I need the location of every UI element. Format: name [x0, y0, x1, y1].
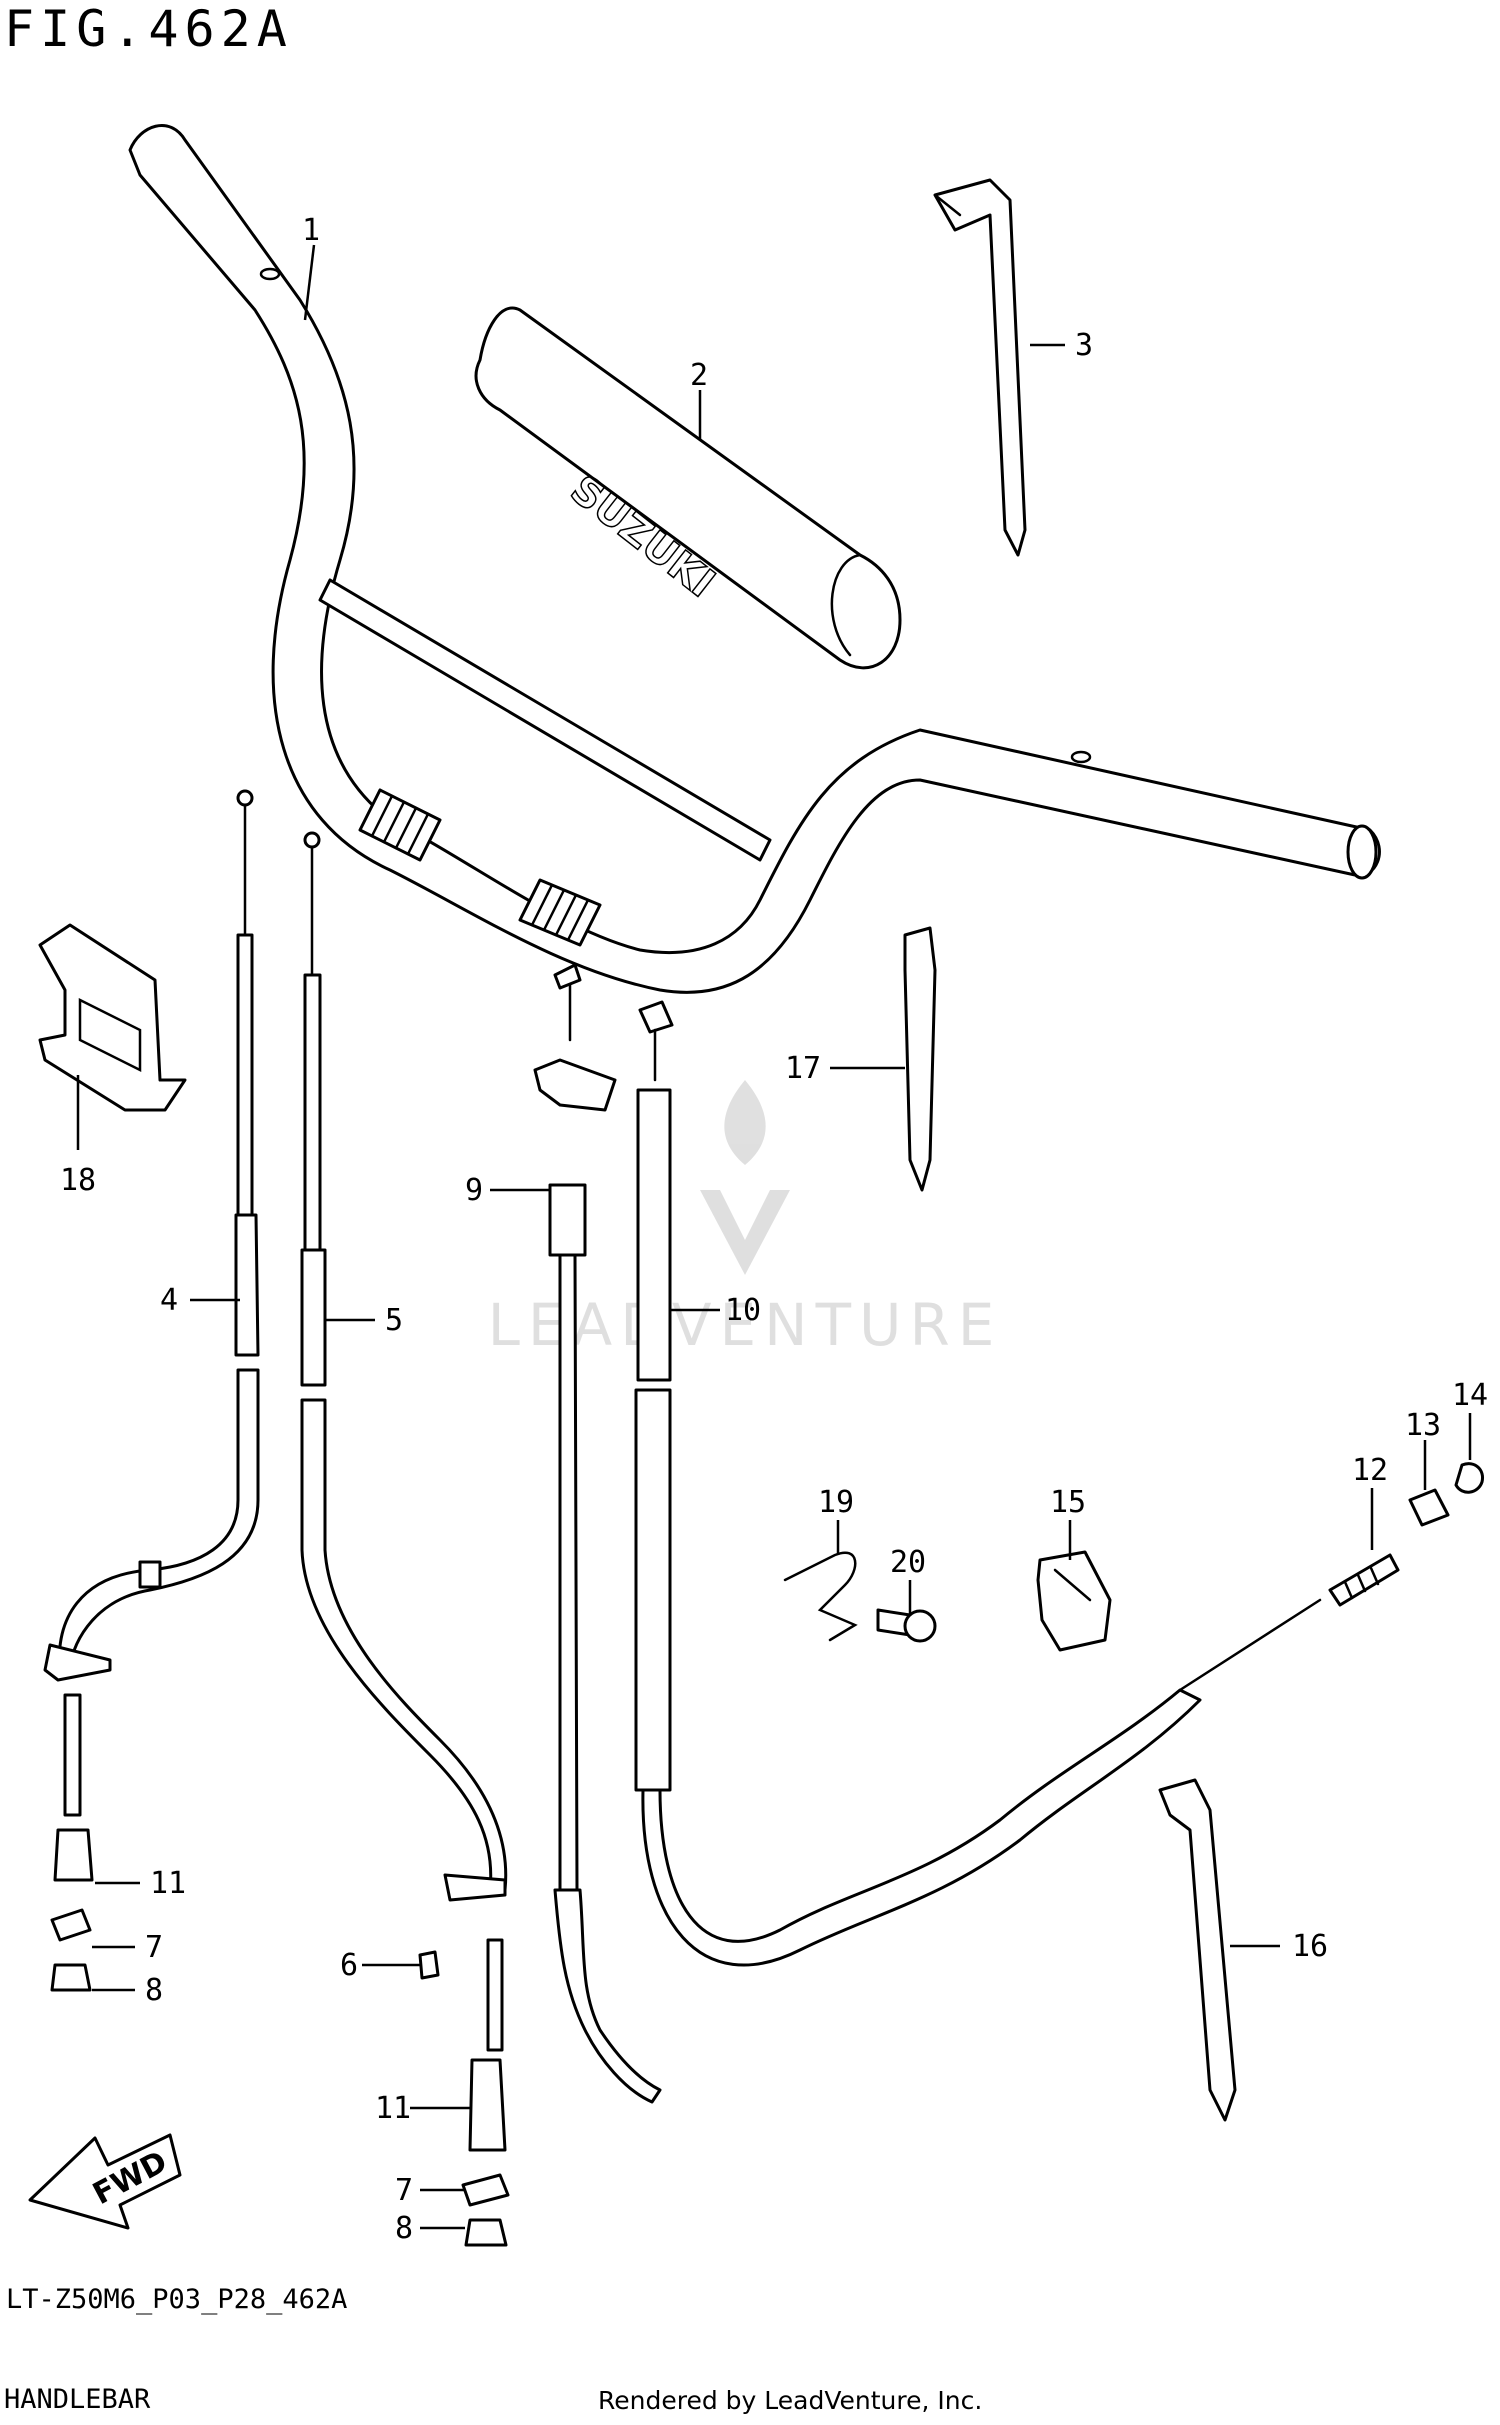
- cable-10: [634, 1000, 1400, 1967]
- adjuster-12: [1328, 1553, 1400, 1607]
- callout-19: 19: [818, 1485, 854, 1520]
- callout-3: 3: [1075, 328, 1093, 363]
- fittings-right: [418, 1950, 510, 2247]
- fwd-arrow: FWD: [28, 2133, 182, 2230]
- callout-10: 10: [725, 1293, 761, 1328]
- callout-1: 1: [302, 213, 320, 248]
- cable-tie-3: [933, 178, 1027, 557]
- cable-9: [533, 963, 662, 2104]
- holder: [1036, 1550, 1112, 1652]
- handlebar-pad: SUZUKI: [474, 306, 902, 670]
- callout-9: 9: [465, 1173, 483, 1208]
- cable-4: [43, 789, 260, 1817]
- handlebar: [128, 124, 1381, 994]
- callout-17: 17: [785, 1051, 821, 1086]
- figure-title: FIG.462A: [4, 0, 293, 58]
- model-code: LT-Z50M6_P03_P28_462A: [6, 2284, 348, 2315]
- callout-16: 16: [1292, 1929, 1328, 1964]
- bolt: [876, 1608, 937, 1643]
- callout-2: 2: [690, 358, 708, 393]
- cable-tie-17: [903, 926, 937, 1192]
- cable-tie-16: [1158, 1778, 1237, 2122]
- section-name: HANDLEBAR: [4, 2384, 151, 2415]
- callout-5: 5: [385, 1303, 403, 1338]
- bracket: [38, 923, 187, 1112]
- callout-numbers: 1 2 3 4 5 6 7 7 8 8 9 10 11 11 12 13 14 …: [60, 213, 1488, 2246]
- knurled-section: [358, 788, 602, 947]
- callout-8-right: 8: [395, 2211, 413, 2246]
- fittings-13-14: [1408, 1462, 1485, 1527]
- callout-leaders: [76, 244, 1472, 2230]
- callout-8-left: 8: [145, 1973, 163, 2008]
- callout-14: 14: [1452, 1378, 1488, 1413]
- callout-18: 18: [60, 1163, 96, 1198]
- callout-7-right: 7: [395, 2173, 413, 2208]
- callout-7-left: 7: [145, 1930, 163, 1965]
- fittings-left: [50, 1828, 94, 1992]
- callout-12: 12: [1352, 1453, 1388, 1488]
- clip: [783, 1551, 858, 1642]
- callout-6: 6: [340, 1948, 358, 1983]
- callout-11-right: 11: [375, 2091, 411, 2126]
- callout-11-left: 11: [150, 1866, 186, 1901]
- callout-13: 13: [1405, 1408, 1441, 1443]
- cable-5: [300, 831, 508, 2052]
- callout-4: 4: [160, 1283, 178, 1318]
- callout-20: 20: [890, 1545, 926, 1580]
- rendered-by-credit: Rendered by LeadVenture, Inc.: [598, 2386, 983, 2415]
- callout-15: 15: [1050, 1485, 1086, 1520]
